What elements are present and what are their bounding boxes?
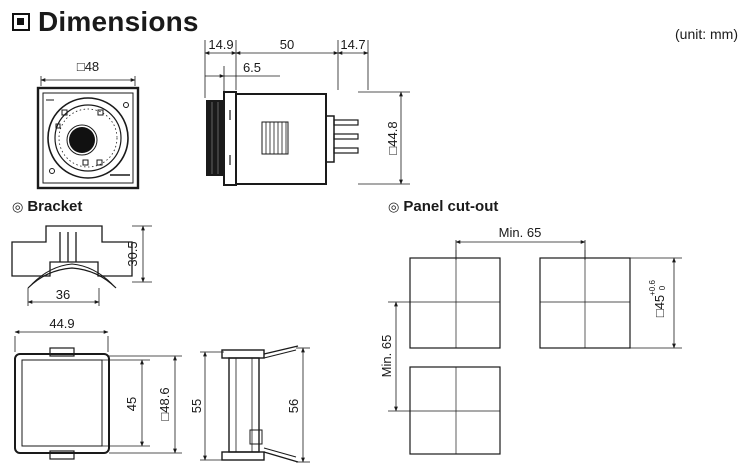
bracket-heading-label: Bracket	[27, 198, 83, 215]
cutout-hole-size: □45	[652, 295, 667, 317]
bracket-heading: ◎ Bracket	[12, 198, 82, 215]
section-square-icon	[12, 13, 30, 31]
unit-note: (unit: mm)	[675, 26, 738, 42]
double-circle-icon: ◎	[12, 198, 24, 214]
socket-front-drawing	[14, 330, 182, 460]
cutout-min-horizontal: Min. 65	[499, 225, 542, 240]
cutout-tolerance-zero: 0	[658, 285, 667, 290]
socket-inner-height: 45	[124, 397, 139, 411]
socket-side-height-right: 56	[286, 399, 301, 413]
bracket-width: 36	[56, 287, 70, 302]
front-size-label: □48	[77, 59, 99, 74]
page-title: Dimensions	[38, 6, 199, 37]
side-dim-height: □44.8	[385, 121, 400, 154]
panel-cutout-heading-label: Panel cut-out	[403, 198, 499, 215]
socket-side-drawing	[200, 345, 310, 463]
panel-cutout-heading: ◎ Panel cut-out	[388, 198, 498, 215]
socket-width: 44.9	[49, 316, 74, 331]
socket-outer-height: □48.6	[157, 387, 172, 420]
cutout-tolerance-plus: +0.6	[648, 280, 657, 296]
panel-cutout-drawing	[388, 240, 682, 455]
side-view	[204, 40, 410, 186]
side-dim-knob: 6.5	[243, 60, 261, 75]
front-view	[36, 76, 140, 190]
side-dim-pins: 14.7	[340, 37, 365, 52]
bracket-height: 30.5	[125, 241, 140, 266]
side-dim-left: 14.9	[208, 37, 233, 52]
cutout-min-vertical: Min. 65	[379, 335, 394, 378]
double-circle-icon: ◎	[388, 198, 400, 214]
bracket-drawing	[11, 225, 152, 306]
side-dim-body: 50	[280, 37, 294, 52]
section-header: Dimensions	[12, 6, 199, 38]
socket-side-height-left: 55	[189, 399, 204, 413]
